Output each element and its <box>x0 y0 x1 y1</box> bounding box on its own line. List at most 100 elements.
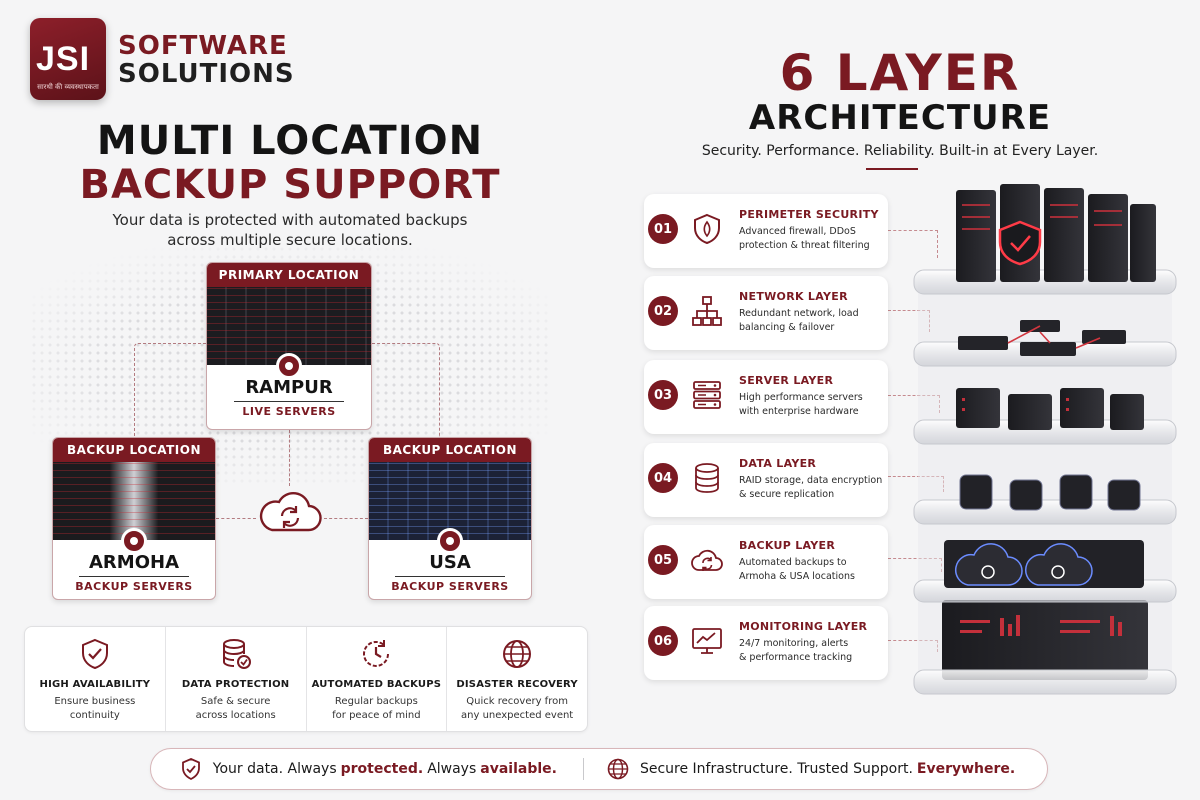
location-card-armoha[interactable]: BACKUP LOCATION ARMOHA BACKUP SERVERS <box>52 437 216 600</box>
layer-title: MONITORING LAYER <box>739 620 868 633</box>
layer-connector-2 <box>888 310 930 332</box>
layer-title: BACKUP LAYER <box>739 539 836 552</box>
connector-rampur-hub <box>289 430 290 486</box>
connector-armoha-hub <box>216 518 256 519</box>
monitor-chart-icon <box>692 628 722 654</box>
logo-tagline: सारथी की व्यवस्थापकता <box>37 83 99 91</box>
layer-connector-5 <box>888 558 942 572</box>
location-header: PRIMARY LOCATION <box>207 263 371 287</box>
feature-title: DATA PROTECTION <box>181 679 290 690</box>
footer-highlight-everywhere: Everywhere. <box>916 761 1016 777</box>
layer-connector-4 <box>888 476 944 492</box>
location-name: ARMOHA <box>89 552 179 573</box>
server-icon <box>693 381 721 409</box>
network-icon <box>692 296 722 326</box>
server-tower-illustration <box>913 184 1177 695</box>
location-pin-icon <box>121 528 147 554</box>
location-role: BACKUP SERVERS <box>391 580 509 593</box>
footer-highlight-protected: protected. <box>340 761 424 777</box>
layer-card-data[interactable]: 04 DATA LAYER RAID storage, data encrypt… <box>644 443 888 517</box>
layer-number: 01 <box>648 214 678 244</box>
layer-card-server[interactable]: 03 SERVER LAYER High performance servers… <box>644 360 888 434</box>
layer-desc: 24/7 monitoring, alerts& performance tra… <box>739 638 853 663</box>
left-title-line-1: MULTI LOCATION <box>96 118 484 164</box>
server-room-image <box>207 287 371 365</box>
footer-text-b1: Secure Infrastructure. Trusted Support. <box>639 761 913 777</box>
shield-icon <box>694 213 720 245</box>
footer-segment-right: Secure Infrastructure. Trusted Support. … <box>606 757 1019 781</box>
location-header: BACKUP LOCATION <box>53 438 215 462</box>
layer-title: SERVER LAYER <box>739 374 834 387</box>
location-pin-icon <box>276 353 302 379</box>
layer-title: NETWORK LAYER <box>739 290 848 303</box>
connector-rampur-armoha <box>134 343 206 437</box>
server-room-image <box>369 462 531 540</box>
layer-card-monitoring[interactable]: 06 MONITORING LAYER 24/7 monitoring, ale… <box>644 606 888 680</box>
location-role: LIVE SERVERS <box>242 405 336 418</box>
shield-check-icon <box>81 638 108 670</box>
right-tagline: Security. Performance. Reliability. Buil… <box>701 143 1099 159</box>
feature-title: AUTOMATED BACKUPS <box>311 679 442 690</box>
footer-banner: Your data. Always protected. Always avai… <box>150 748 1048 790</box>
location-card-rampur[interactable]: PRIMARY LOCATION RAMPUR LIVE SERVERS <box>206 262 372 430</box>
layer-connector-1 <box>888 230 938 258</box>
location-name: RAMPUR <box>245 377 333 398</box>
server-room-image <box>53 462 215 540</box>
layer-number: 04 <box>648 463 678 493</box>
logo-mark: JSI सारथी की व्यवस्थापकता <box>30 18 106 100</box>
connector-usa-hub <box>324 518 368 519</box>
globe-icon <box>503 640 532 668</box>
left-title-line-2: BACKUP SUPPORT <box>79 162 501 208</box>
layer-number: 06 <box>648 626 678 656</box>
layer-card-perimeter-security[interactable]: 01 PERIMETER SECURITY Advanced firewall,… <box>644 194 888 268</box>
clock-refresh-icon <box>363 640 390 667</box>
left-subtitle-line-2: across multiple secure locations. <box>167 231 413 249</box>
footer-text-a3: Always <box>427 761 477 777</box>
right-title-line-2: ARCHITECTURE <box>748 98 1052 138</box>
shield-check-icon <box>181 758 200 781</box>
cloud-sync-icon <box>691 549 723 571</box>
layer-number: 02 <box>648 296 678 326</box>
connector-rampur-usa <box>372 343 440 437</box>
layer-connector-3 <box>888 395 940 413</box>
logo-line-1: SOFTWARE <box>118 31 288 61</box>
left-subtitle: Your data is protected with automated ba… <box>0 210 580 250</box>
location-header: BACKUP LOCATION <box>369 438 531 462</box>
feature-title: HIGH AVAILABILITY <box>39 679 151 690</box>
layer-number: 03 <box>648 380 678 410</box>
database-check-icon <box>222 639 251 669</box>
divider <box>395 576 505 577</box>
logo-line-2: SOLUTIONS <box>118 59 295 89</box>
layer-card-network[interactable]: 02 NETWORK LAYER Redundant network, load… <box>644 276 888 350</box>
left-subtitle-line-1: Your data is protected with automated ba… <box>112 211 468 229</box>
cloud-sync-icon <box>259 491 322 532</box>
right-title-line-1: 6 LAYER <box>779 44 1021 102</box>
title-underline <box>866 168 918 170</box>
divider <box>79 576 189 577</box>
footer-text-a1: Your data. Always <box>212 761 337 777</box>
footer-highlight-available: available. <box>480 761 557 777</box>
divider <box>234 401 344 402</box>
layer-title: DATA LAYER <box>739 457 817 470</box>
layer-connector-6 <box>888 640 938 652</box>
location-pin-icon <box>437 528 463 554</box>
logo-wordmark: SOFTWARE SOLUTIONS <box>118 32 295 88</box>
footer-segment-left: Your data. Always protected. Always avai… <box>179 757 561 781</box>
location-role: BACKUP SERVERS <box>75 580 193 593</box>
layer-desc: RAID storage, data encryption& secure re… <box>739 475 883 500</box>
globe-icon <box>607 758 629 780</box>
location-card-usa[interactable]: BACKUP LOCATION USA BACKUP SERVERS <box>368 437 532 600</box>
